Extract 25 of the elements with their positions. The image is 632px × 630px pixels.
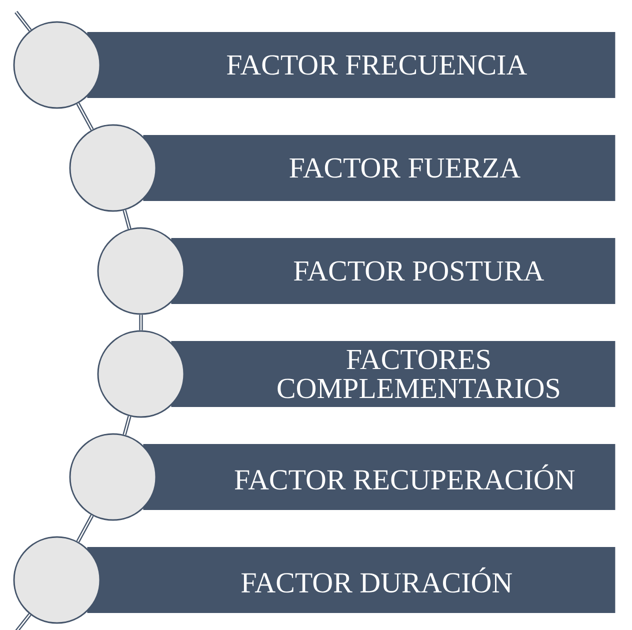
connector-line [122,416,132,436]
connector-line [76,514,94,542]
list-bar [87,32,616,98]
circle-marker [97,227,185,315]
circle-marker [97,330,185,418]
bar-label: FACTOR POSTURA [294,261,544,281]
circle-marker [69,433,157,521]
list-bar [171,238,616,304]
circle-marker [13,536,101,624]
circle-marker [69,124,157,212]
list-bar [87,547,616,613]
bar-label: FACTOR DURACIÓN [242,567,512,593]
bar-label: FACTOR FRECUENCIA [227,55,527,75]
bar-label: FACTOR RECUPERACIÓN [234,464,575,490]
connector-line [14,613,32,630]
bar-label: FACTOR FUERZA [290,158,520,178]
connector-line [122,210,132,230]
list-bar [143,135,616,201]
list-bar [143,444,616,510]
connector-line [139,314,143,330]
connector-line [76,102,94,130]
circle-marker [13,21,101,109]
list-bar [171,341,616,407]
bar-label: FACTORES COMPLEMENTARIOS [278,350,560,398]
connector-line [14,10,32,32]
